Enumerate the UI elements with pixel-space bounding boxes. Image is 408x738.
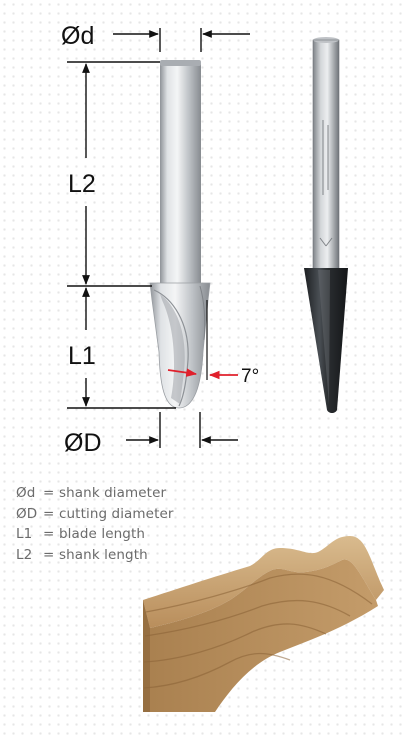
legend-meaning: blade length — [59, 526, 145, 542]
dimension-lines — [67, 28, 250, 448]
legend-meaning: cutting diameter — [59, 505, 174, 522]
legend-equals: = — [43, 546, 55, 563]
legend-meaning: shank length — [59, 546, 148, 563]
wood-moulding-sample-icon — [143, 536, 384, 712]
cutting-diameter-label: ØD — [64, 429, 102, 457]
legend-symbol: ØD — [16, 505, 38, 522]
angle-indicator — [167, 368, 238, 380]
shank-diameter-label: Ød — [61, 22, 94, 50]
legend-meaning: shank diameter — [59, 485, 167, 501]
shank-length-label: L2 — [68, 170, 96, 198]
legend-equals: = — [43, 526, 55, 542]
legend-equals: = — [43, 485, 55, 501]
legend-symbol: Ød — [16, 485, 36, 501]
legend-symbol: L1 — [16, 526, 33, 542]
router-bit-photo-icon — [304, 37, 348, 413]
router-bit-drawing-icon — [149, 60, 211, 409]
blade-length-label: L1 — [68, 342, 96, 370]
legend-item: Ød = shank diameter — [16, 483, 174, 504]
legend-symbol: L2 — [16, 546, 33, 563]
dimension-legend: Ød = shank diameter ØD = cutting diamete… — [16, 483, 174, 565]
angle-label: 7° — [241, 366, 259, 387]
legend-equals: = — [43, 505, 55, 522]
legend-item: L1 = blade length — [16, 524, 174, 545]
legend-item: ØD = cutting diameter — [16, 504, 174, 525]
legend-item: L2 = shank length — [16, 545, 174, 566]
